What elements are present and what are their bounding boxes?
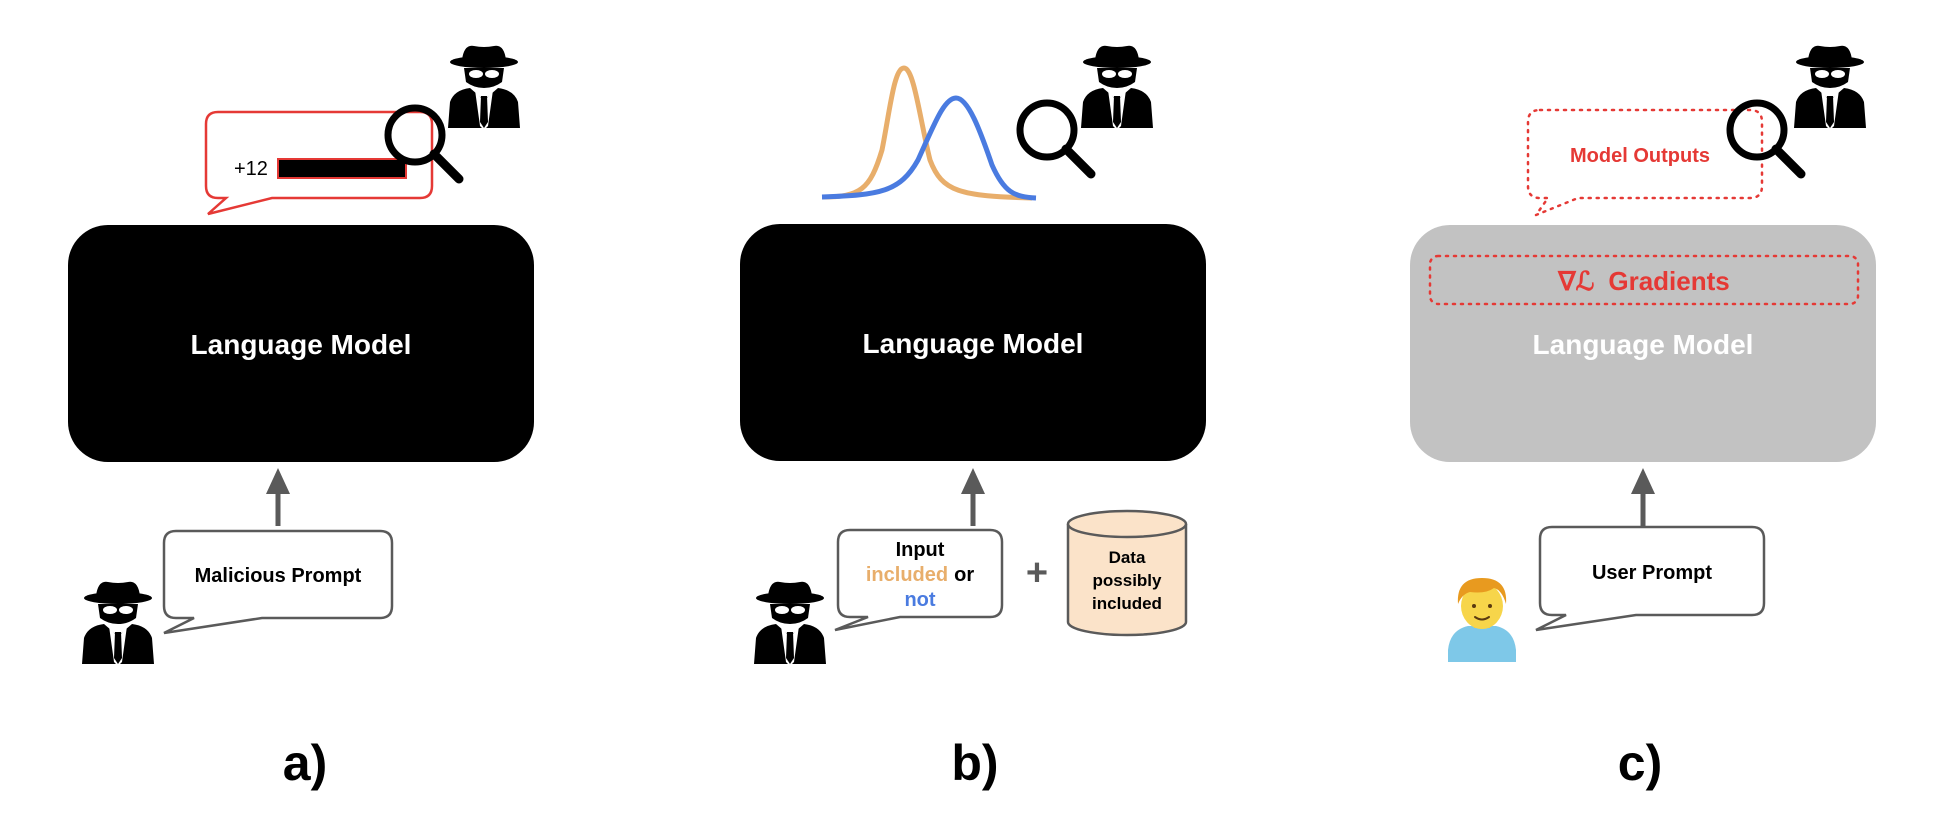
gradients-symbol: ∇ℒ (1557, 266, 1594, 296)
magnifier-icon (1020, 103, 1091, 174)
gradients-word: Gradients (1608, 266, 1729, 296)
prompt-label: Malicious Prompt (195, 565, 362, 587)
redacted-bar (277, 158, 407, 179)
magnifier-icon (1730, 103, 1801, 174)
panel-a: +12 Language Model Malicious Prompt a) (68, 45, 534, 791)
language-model-box (1410, 225, 1876, 462)
included-word: included (866, 564, 948, 586)
spy-icon (754, 581, 826, 666)
spy-icon (1794, 45, 1866, 130)
panel-label: b) (951, 735, 998, 791)
db-line-3: included (1092, 594, 1162, 613)
gradients-box (1428, 254, 1860, 306)
or-word: or (954, 564, 974, 586)
panel-c: Model Outputs ∇ℒ Gradients Language Model… (1410, 45, 1876, 791)
prompt-line-included-or: included or (866, 564, 974, 586)
panel-label: c) (1618, 735, 1662, 791)
db-line-2: possibly (1093, 571, 1163, 590)
included-distribution-curve (821, 65, 1033, 201)
panel-b: Language Model Input included or not + Da… (740, 45, 1206, 791)
spy-icon (82, 581, 154, 666)
input-arrow (961, 468, 985, 526)
outputs-bubble (1526, 108, 1764, 218)
plus-sign: + (1026, 552, 1048, 594)
person-icon (1448, 578, 1516, 662)
prompt-label: User Prompt (1592, 562, 1712, 584)
gradients-label: ∇ℒ Gradients (1557, 266, 1730, 296)
database-icon (1066, 509, 1188, 637)
language-model-label: Language Model (1533, 329, 1754, 360)
prompt-bubble (834, 528, 1004, 632)
language-model-box (740, 224, 1206, 461)
spy-icon (1081, 45, 1153, 130)
outputs-label: Model Outputs (1570, 145, 1710, 167)
db-line-1: Data (1109, 548, 1146, 567)
input-arrow (1631, 468, 1655, 526)
not-included-distribution-curve (821, 95, 1037, 201)
language-model-box (68, 225, 534, 462)
input-arrow (266, 468, 290, 526)
prompt-bubble (162, 529, 394, 635)
prompt-line-input: Input (896, 539, 945, 561)
spy-icon (448, 45, 520, 130)
panel-label: a) (283, 735, 327, 791)
language-model-label: Language Model (863, 328, 1084, 359)
leak-prefix: +12 (234, 158, 268, 180)
language-model-label: Language Model (191, 329, 412, 360)
not-word: not (904, 589, 935, 611)
prompt-bubble (1535, 525, 1766, 632)
